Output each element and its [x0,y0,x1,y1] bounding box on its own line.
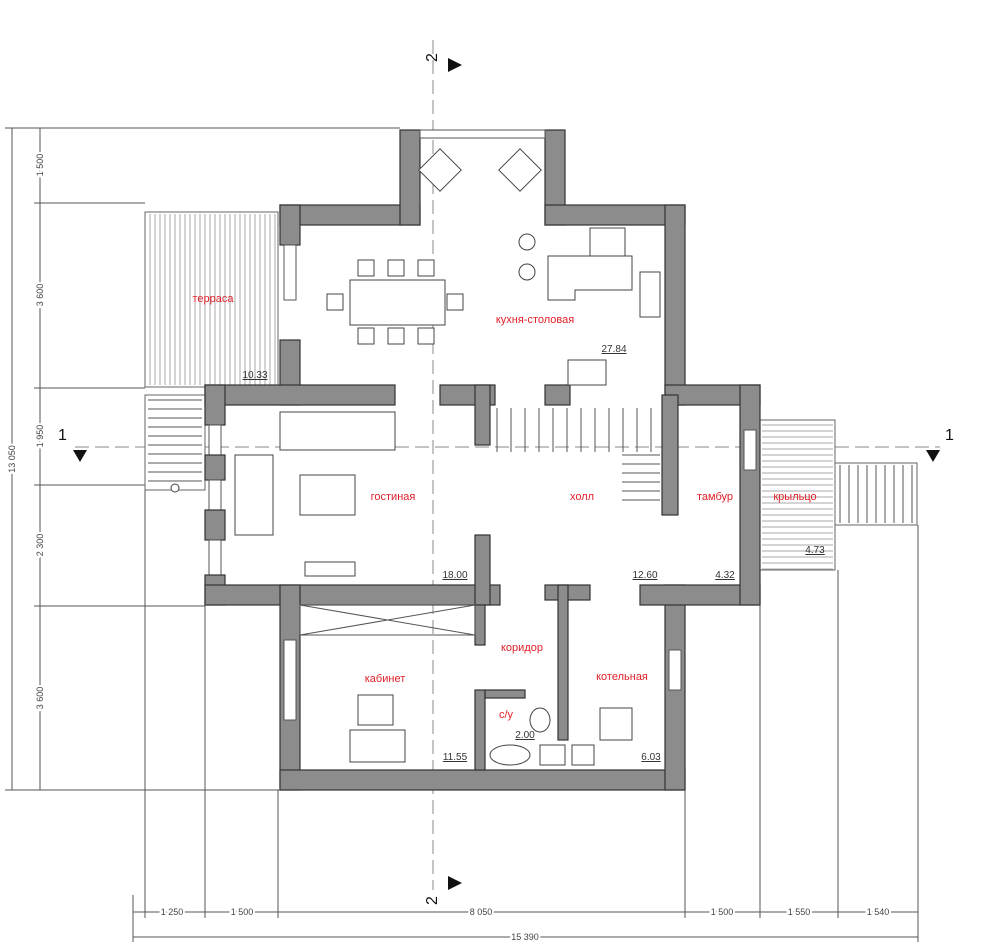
room-area-living: 18.00 [442,570,467,581]
axis-label-2-bottom: 2 [424,896,441,905]
axis-label-1-right: 1 [945,427,954,444]
dim-left-2: 1 950 [35,425,45,448]
room-label-study: кабинет [365,673,405,685]
room-area-porch: 4.73 [805,545,825,556]
room-label-vestibule: тамбур [697,491,733,503]
left-dimensions: 13 050 1 500 3 600 1 950 2 300 3 600 [5,127,400,791]
chair [357,259,375,277]
arrow-icon [73,450,87,462]
arrow-icon [926,450,940,462]
dim-bottom-total: 15 390 [511,932,539,942]
arrow-icon [448,876,462,890]
dim-bottom-5: 1 540 [867,907,890,917]
bottom-dimensions: 1 250 1 500 8 050 1 500 1 550 1 540 15 3… [132,490,919,944]
room-area-terrace: 10.33 [242,370,267,381]
dim-bottom-4: 1 550 [788,907,811,917]
room-label-porch: крыльцо [773,491,816,503]
terrace [144,211,279,493]
arrow-icon [448,58,462,72]
walls [204,129,761,791]
room-area-vestibule: 4.32 [715,570,735,581]
chair [326,293,344,311]
room-area-wc: 2.00 [515,730,535,741]
dim-left-1: 3 600 [35,284,45,307]
room-label-living: гостиная [371,491,416,503]
chair [446,293,464,311]
room-label-kitchen: кухня-столовая [496,314,574,326]
room-label-boiler: котельная [596,671,648,683]
chair [417,327,435,345]
dim-left-0: 1 500 [35,154,45,177]
chair [387,327,405,345]
chair [387,259,405,277]
chair [417,259,435,277]
room-area-boiler: 6.03 [641,752,661,763]
dim-bottom-2: 8 050 [470,907,493,917]
furniture [234,148,661,766]
axis-label-2-top: 2 [424,53,441,62]
room-area-hall: 12.60 [632,570,657,581]
room-label-wc: с/у [499,709,514,721]
room-area-study: 11.55 [443,752,468,763]
dim-bottom-1: 1 500 [231,907,254,917]
dim-left-3: 2 300 [35,534,45,557]
room-label-hall: холл [570,491,594,503]
room-label-corridor: коридор [501,642,543,654]
porch [759,419,918,571]
chair [357,327,375,345]
room-area-kitchen: 27.84 [601,344,626,355]
dim-bottom-3: 1 500 [711,907,734,917]
dim-left-total: 13 050 [7,445,17,473]
dim-bottom-0: 1 250 [161,907,184,917]
axis-label-1-left: 1 [58,427,67,444]
room-label-terrace: терраса [192,293,234,305]
dim-left-4: 3 600 [35,687,45,710]
